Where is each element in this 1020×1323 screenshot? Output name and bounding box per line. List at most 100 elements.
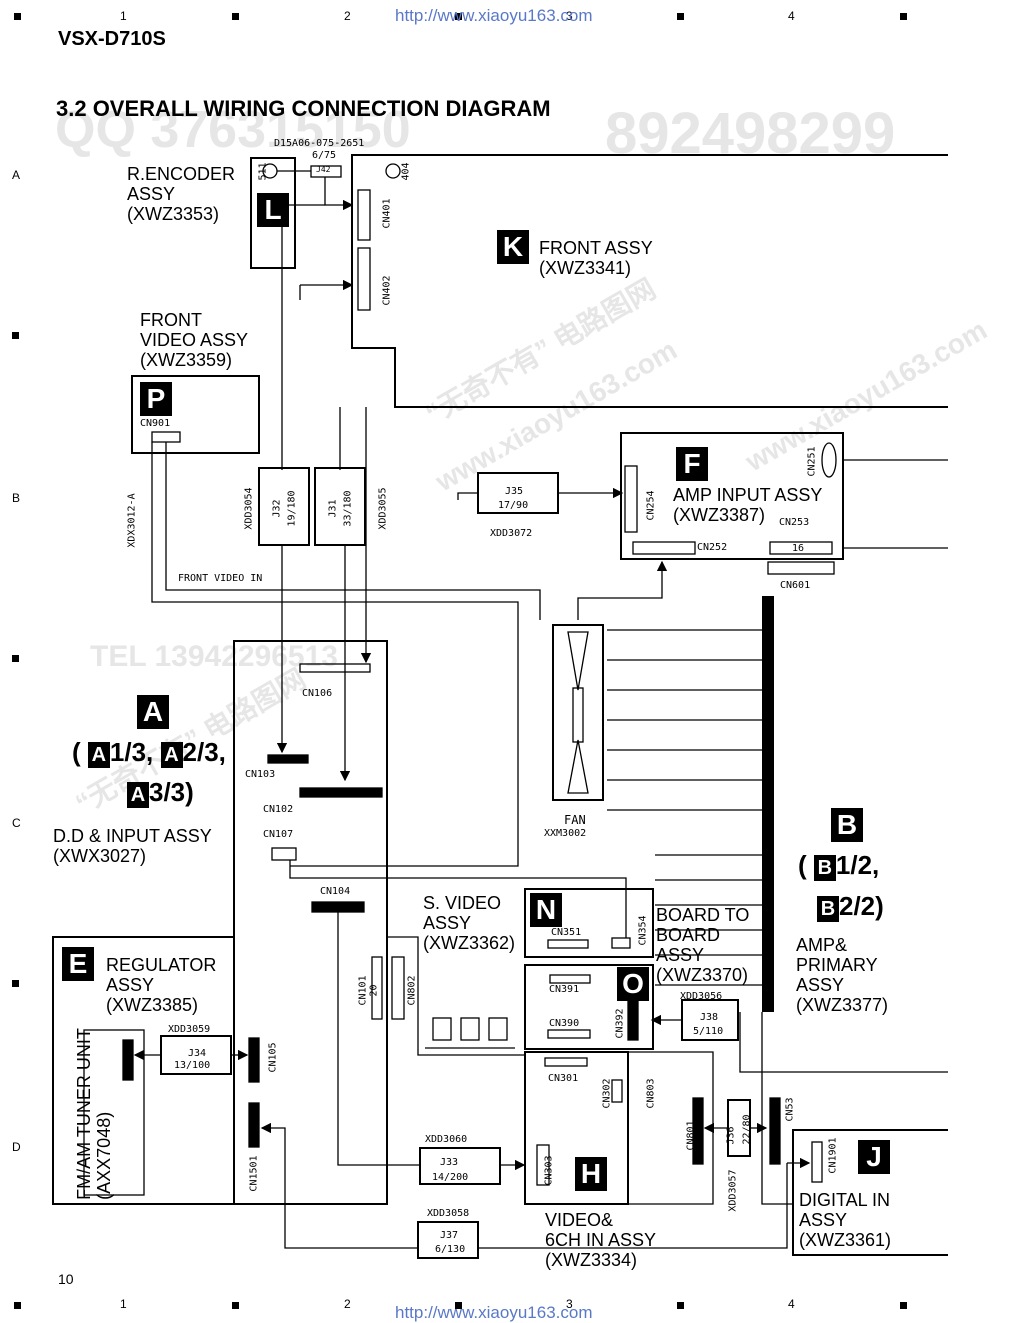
page-title: 3.2 OVERALL WIRING CONNECTION DIAGRAM — [56, 96, 551, 121]
connector-j38: J38 — [700, 1012, 719, 1023]
grid-mark — [232, 1302, 239, 1309]
connector-j33: J33 — [440, 1157, 459, 1168]
part-xdd3059: XDD3059 — [168, 1024, 211, 1035]
connector-cn1501: CN1501 — [248, 1155, 260, 1192]
connector-j33-spec: 14/200 — [432, 1172, 469, 1183]
badge-h: H — [575, 1157, 607, 1191]
grid-col-2: 2 — [344, 9, 351, 23]
connector-cn390: CN390 — [549, 1018, 580, 1029]
assy-h-name: VIDEO&6CH IN ASSY(XWZ3334) — [545, 1210, 657, 1270]
badge-b: B — [831, 808, 863, 842]
connector-cn102: CN102 — [263, 804, 294, 815]
badge-f: F — [676, 447, 708, 481]
assy-a-name: D.D & INPUT ASSY(XWX3027) — [53, 826, 212, 866]
connector-cn354: CN354 — [637, 915, 649, 946]
connector-cn803: CN803 — [645, 1078, 657, 1109]
part-xdx3012: XDX3012-A — [126, 493, 138, 548]
badge-a-small: A — [87, 742, 110, 768]
badge-j: J — [858, 1140, 890, 1174]
part-xdd3056: XDD3056 — [680, 991, 723, 1002]
badge-a-small: A — [160, 742, 183, 768]
connector-j35: J35 — [505, 486, 524, 497]
connector-cn104: CN104 — [320, 886, 351, 897]
assy-k-name: FRONT ASSY(XWZ3341) — [539, 238, 653, 278]
connector-cn105: CN105 — [267, 1042, 279, 1073]
model-name: VSX-D710S — [58, 28, 166, 50]
source-url-top[interactable]: http://www.xiaoyu163.com — [395, 6, 593, 25]
connector-cn303: CN303 — [543, 1155, 555, 1186]
source-url-bottom[interactable]: http://www.xiaoyu163.com — [395, 1303, 593, 1322]
pin-count-16: 16 — [792, 543, 805, 554]
grid-row-c: C — [12, 816, 21, 830]
part-d15a-sub: 6/75 — [312, 150, 337, 161]
badge-b-small: B — [817, 896, 839, 922]
connector-cn601: CN601 — [780, 580, 811, 591]
part-404: 404 — [400, 162, 412, 181]
grid-row-a: A — [12, 168, 21, 182]
grid-col-2-bottom: 2 — [344, 1297, 351, 1311]
grid-mark — [232, 13, 239, 20]
grid-mark — [14, 13, 21, 20]
connector-cn107: CN107 — [263, 829, 294, 840]
connector-j37: J37 — [440, 1230, 459, 1241]
part-xxm3002: XXM3002 — [544, 828, 587, 839]
connector-j32: J32 — [271, 499, 283, 518]
part-d15a: D15A06-075-2651 — [274, 138, 365, 149]
connector-cn251: CN251 — [806, 446, 818, 477]
badge-n: N — [530, 893, 562, 927]
connector-j31: J31 — [327, 499, 339, 518]
badge-l: L — [257, 193, 289, 227]
badge-k: K — [497, 230, 529, 264]
grid-col-3-bottom: 3 — [566, 1297, 573, 1311]
grid-mark — [455, 13, 462, 20]
grid-mark — [455, 1302, 462, 1309]
part-xdd3055: XDD3055 — [377, 487, 389, 530]
grid-col-1: 1 — [120, 9, 127, 23]
connector-cn252: CN252 — [697, 542, 728, 553]
badge-b-small: B — [813, 855, 836, 881]
grid-col-3: 3 — [566, 9, 573, 23]
grid-mark — [12, 980, 19, 987]
part-xdd3057: XDD3057 — [727, 1169, 739, 1212]
watermark-tel: TEL 13942296513 — [90, 640, 338, 673]
badge-p: P — [140, 382, 172, 416]
label-fan: FAN — [564, 813, 586, 827]
connector-cn901: CN901 — [140, 418, 171, 429]
grid-mark — [12, 655, 19, 662]
connector-cn302: CN302 — [601, 1078, 613, 1109]
badge-e: E — [62, 947, 94, 981]
part-xdd3060: XDD3060 — [425, 1134, 468, 1145]
connector-cn53: CN53 — [784, 1097, 796, 1122]
connector-cn351: CN351 — [551, 927, 582, 938]
connector-j42: J42 — [316, 165, 331, 174]
tuner-unit-name: FM/AM TUNER UNIT(AXX7048) — [73, 1028, 114, 1200]
connector-j34-spec: 13/100 — [174, 1060, 211, 1071]
page-number: 10 — [58, 1271, 74, 1287]
assy-f-name: AMP INPUT ASSY(XWZ3387) — [673, 485, 823, 525]
connector-cn391: CN391 — [549, 984, 580, 995]
connector-cn254: CN254 — [645, 490, 657, 521]
grid-col-4: 4 — [788, 9, 795, 23]
grid-mark — [14, 1302, 21, 1309]
watermark-qq: QQ 376315150 — [55, 101, 411, 159]
grid-mark — [12, 332, 19, 339]
pin-count-20: 20 — [368, 984, 380, 997]
part-xdd3054: XDD3054 — [243, 487, 255, 530]
grid-mark — [900, 13, 907, 20]
connector-j37-spec: 6/130 — [435, 1244, 466, 1255]
part-511: 511 — [257, 162, 269, 181]
connector-j38-spec: 5/110 — [693, 1026, 724, 1037]
badge-a-small: A — [127, 782, 149, 808]
grid-mark — [677, 1302, 684, 1309]
connector-cn401: CN401 — [381, 198, 393, 229]
connector-cn802: CN802 — [406, 975, 418, 1006]
badge-o: O — [617, 967, 649, 1001]
connector-cn801: CN801 — [685, 1120, 697, 1151]
